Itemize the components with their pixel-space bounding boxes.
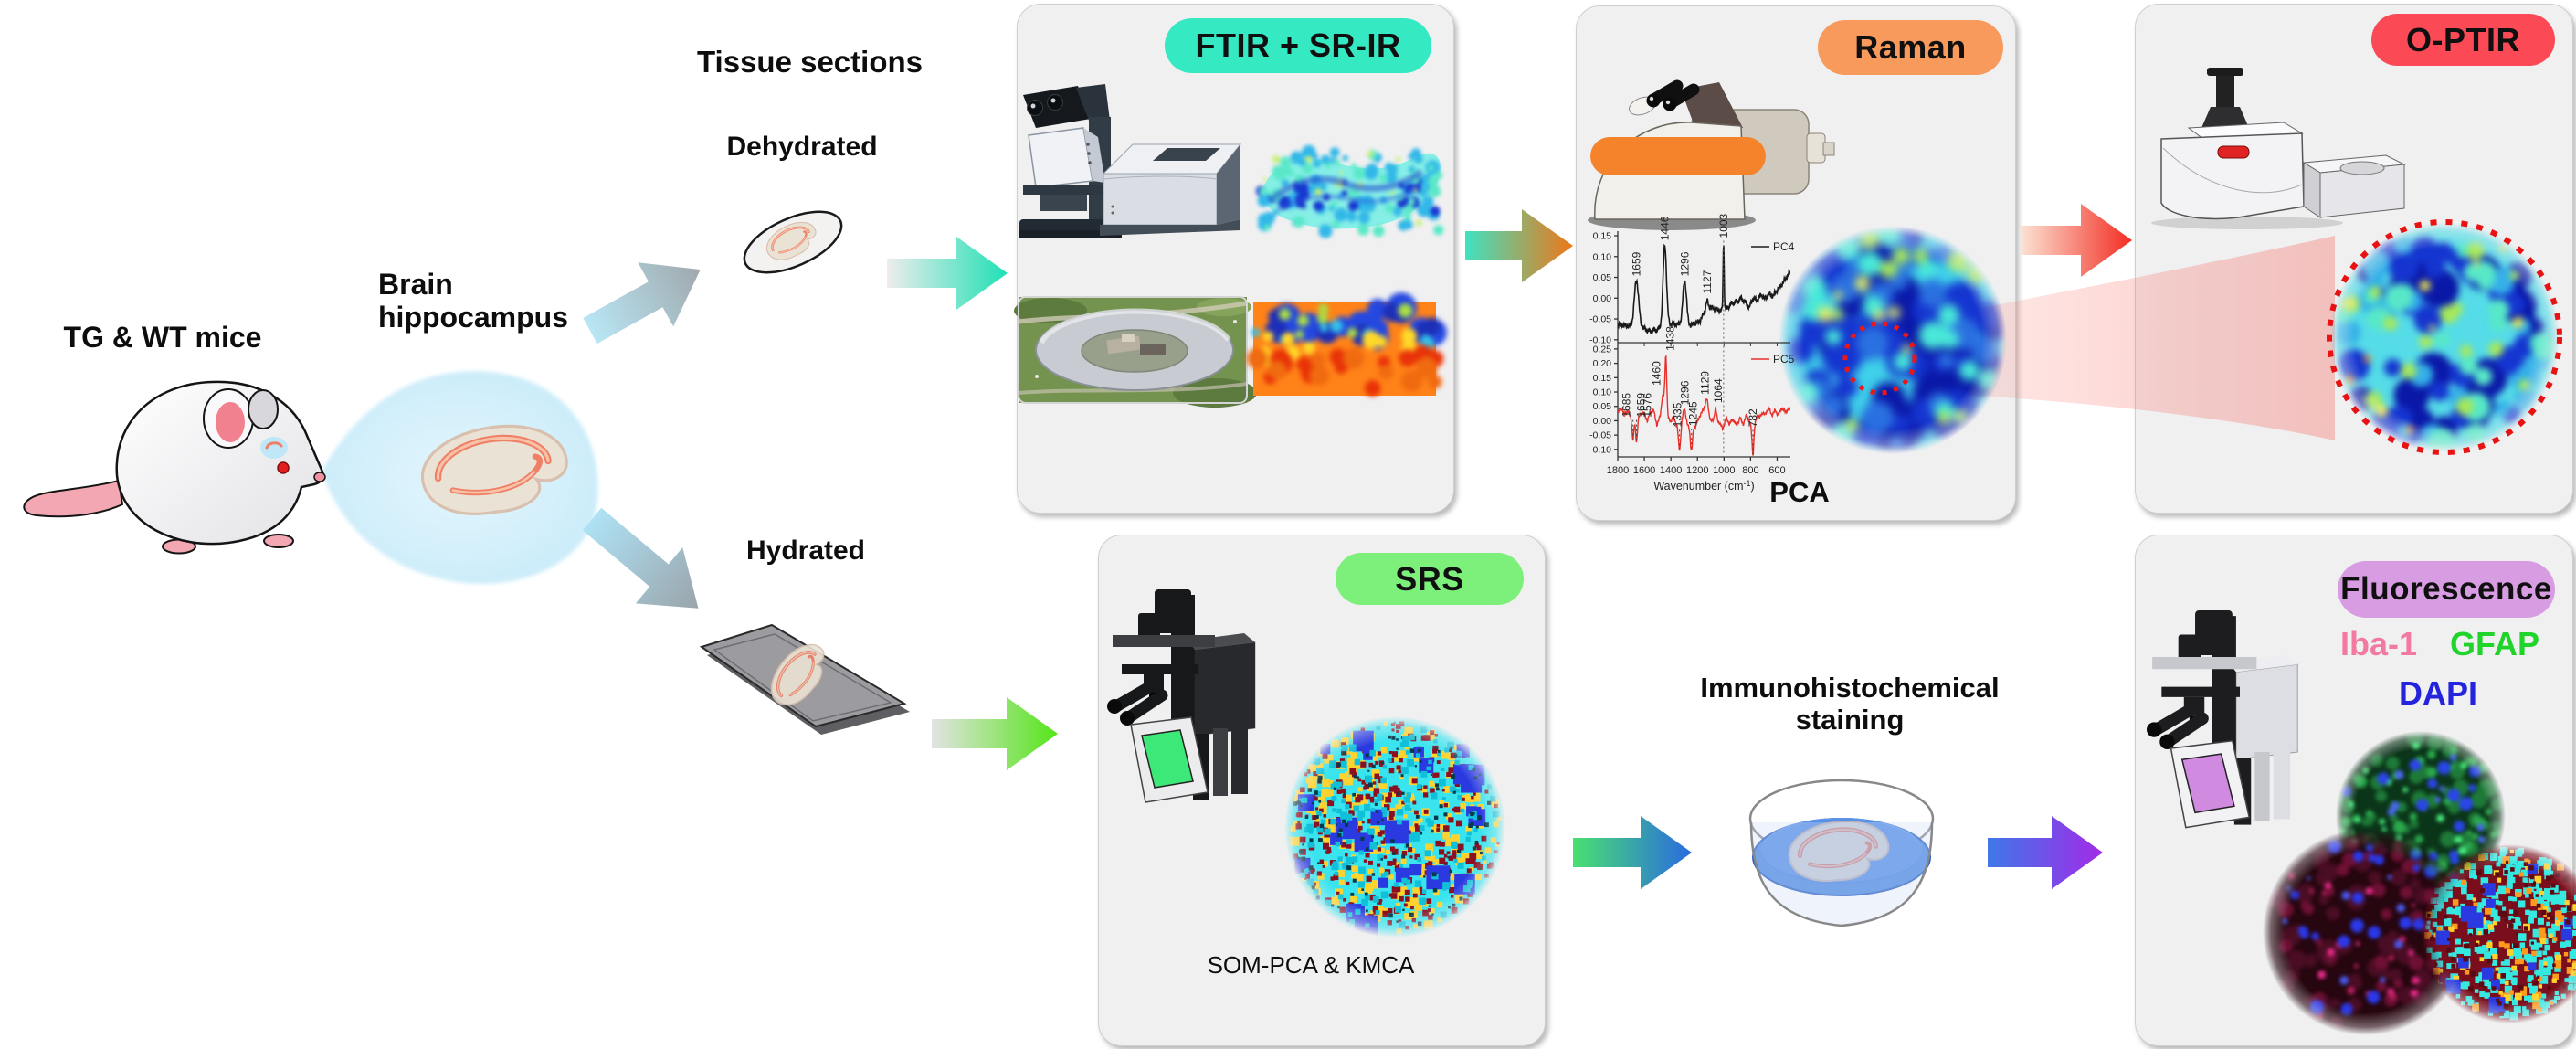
arrow-hydrated-to-srs <box>932 697 1058 770</box>
raman-pca-map <box>1778 217 2017 457</box>
gfap-marker-label: GFAP <box>2450 625 2540 662</box>
x-tick-label: 800 <box>1742 465 1758 476</box>
peak-label-1659: 1659 <box>1634 393 1647 418</box>
peak-label-1659: 1659 <box>1630 251 1642 276</box>
mouse-illustration <box>23 380 326 555</box>
staining-label: Immunohistochemical staining <box>1672 672 2028 736</box>
peak-label-1460: 1460 <box>1650 361 1663 386</box>
y-tick-label: 0.00 <box>1593 416 1612 427</box>
peak-label-1446: 1446 <box>1658 216 1671 240</box>
mouse-eye <box>277 461 290 474</box>
dehydrated-slide <box>743 210 843 274</box>
dapi-marker-label: DAPI <box>2399 674 2478 712</box>
staining-label-line1: Immunohistochemical <box>1700 672 2000 704</box>
srs-microscope-icon-screen <box>1141 729 1194 789</box>
optir-map <box>2329 222 2564 456</box>
x-tick-label: 1800 <box>1607 465 1629 476</box>
peak-label-1685: 1685 <box>1621 393 1633 418</box>
srs-map <box>1284 716 1505 938</box>
tissue-sections-title: Tissue sections <box>696 45 923 79</box>
y-tick-label: 0.05 <box>1593 272 1612 283</box>
raman-orange-arm <box>1590 137 1766 175</box>
raman-spectrometer-icon <box>1588 79 1835 230</box>
ftir-srir-badge: FTIR + SR-IR <box>1165 18 1431 73</box>
x-tick-label: 1200 <box>1686 465 1708 476</box>
fluorescence-badge: Fluorescence <box>2338 561 2555 618</box>
legend-PC5: PC5 <box>1773 353 1795 366</box>
y-tick-label: 0.10 <box>1593 251 1612 262</box>
arrow-staining-to-fluorescence <box>1988 816 2103 889</box>
synchrotron-photo <box>1014 297 1257 408</box>
arrow-srs-to-staining <box>1573 816 1692 889</box>
legend-PC4: PC4 <box>1773 240 1795 253</box>
y-tick-label: 0.15 <box>1593 373 1612 384</box>
x-tick-label: 1400 <box>1660 465 1682 476</box>
arrow-mouse-to-dehydrated <box>583 262 701 344</box>
raman-roi-dotted-circle <box>1842 321 1917 396</box>
ftir-microscope-icon <box>1019 84 1242 238</box>
peak-label-1438: 1438 <box>1664 326 1677 351</box>
y-tick-label: 0.10 <box>1593 387 1612 398</box>
arrow-ftir-to-raman <box>1465 209 1573 282</box>
fluorescence-microscope-icon <box>2147 610 2298 829</box>
raman-badge: Raman <box>1818 20 2003 75</box>
ftir-ir-heatmap <box>1256 145 1443 238</box>
y-tick-label: -0.05 <box>1589 430 1611 441</box>
peak-label-1064: 1064 <box>1712 378 1725 403</box>
pca-caption: PCA <box>1769 476 1830 508</box>
mouse-brain-highlight <box>260 437 288 459</box>
x-tick-label: 1000 <box>1713 465 1735 476</box>
optir-dotted-ring <box>2327 219 2562 455</box>
sr-ir-heatmap <box>1247 292 1447 397</box>
fluorescence-microscope-icon-screen <box>2180 753 2235 814</box>
fluorescence-overlay-map <box>2421 844 2576 1023</box>
peak-label-1576: 1576 <box>1642 393 1654 418</box>
peak-label-1127: 1127 <box>1701 270 1714 293</box>
peak-label-1296: 1296 <box>1678 380 1691 405</box>
mouse-tail <box>23 479 124 518</box>
y-tick-label: 0.05 <box>1593 401 1612 412</box>
som-pca-kmca-caption: SOM-PCA & KMCA <box>1207 951 1415 979</box>
optir-instrument-icon <box>2151 68 2406 229</box>
x-axis-label: Wavenumber (cm-1) <box>1653 479 1754 493</box>
srs-microscope-icon <box>1107 589 1256 803</box>
staining-label-line2: staining <box>1795 703 1905 736</box>
y-tick-label: -0.10 <box>1589 444 1611 455</box>
x-tick-label: 1600 <box>1633 465 1655 476</box>
y-tick-label: -0.05 <box>1589 314 1611 325</box>
y-tick-label: 0.20 <box>1593 358 1612 369</box>
brain-label: Brain hippocampus <box>378 268 569 334</box>
mouse-nose <box>313 472 326 482</box>
arrow-mouse-to-hydrated <box>582 507 699 609</box>
spectrum-PC4 <box>1618 243 1790 336</box>
y-tick-label: 0.25 <box>1593 344 1612 355</box>
y-tick-label: -0.10 <box>1589 334 1611 345</box>
spectrum-PC5 <box>1618 355 1790 456</box>
peak-label-1245: 1245 <box>1687 401 1700 426</box>
arrow-raman-to-optir <box>2021 204 2132 277</box>
sr-heatmap <box>1247 292 1447 397</box>
peak-label-1335: 1335 <box>1672 402 1684 427</box>
peak-label-1003: 1003 <box>1717 213 1730 238</box>
y-tick-label: 0.00 <box>1593 293 1612 304</box>
peak-label-1129: 1129 <box>1699 371 1712 395</box>
srs-badge: SRS <box>1336 553 1524 605</box>
mice-label: TG & WT mice <box>63 321 262 354</box>
hydrated-slide <box>699 623 910 735</box>
hydrated-label: Hydrated <box>745 535 866 566</box>
peak-label-1296: 1296 <box>1678 251 1691 276</box>
peak-label-782: 782 <box>1747 408 1759 427</box>
y-tick-label: 0.15 <box>1593 231 1612 242</box>
x-tick-label: 600 <box>1768 465 1785 476</box>
optir-badge: O-PTIR <box>2371 14 2555 66</box>
iba1-marker-label: Iba-1 <box>2340 625 2418 662</box>
dehydrated-label: Dehydrated <box>726 132 878 162</box>
petri-dish <box>1748 779 1935 927</box>
brain-hippocampus-blob <box>322 371 598 584</box>
arrow-dehydrated-to-ftir <box>887 237 1008 310</box>
